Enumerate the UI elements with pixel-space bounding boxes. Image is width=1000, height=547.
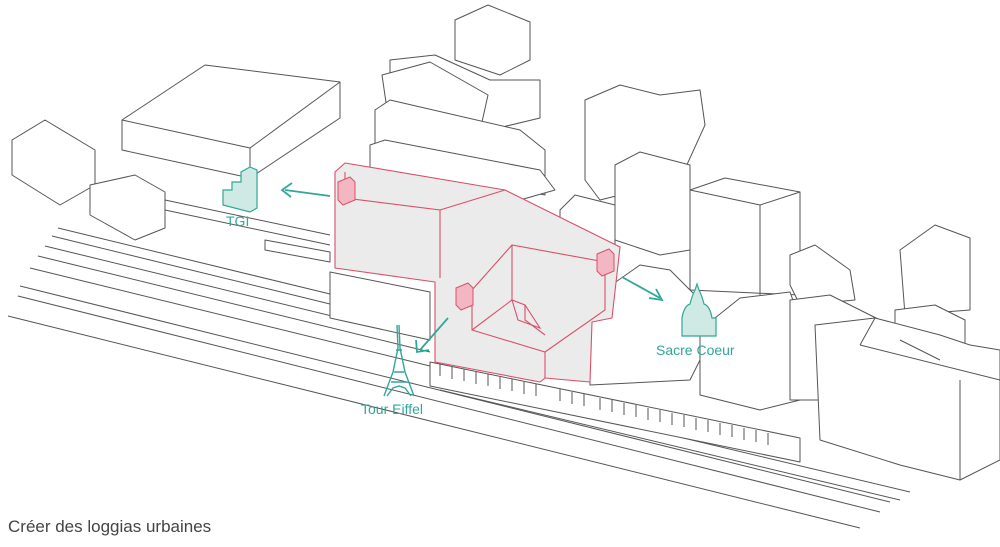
- loggia-center: [455, 282, 474, 311]
- loggia-markers: [337, 176, 615, 311]
- loggia-right: [596, 248, 615, 277]
- label-tour-eiffel: Tour Eiffel: [361, 401, 423, 417]
- arrow-to-tgi: [280, 182, 331, 198]
- buildings-right: [559, 84, 1000, 481]
- buildings-center: [369, 4, 556, 201]
- arrow-to-tour-eiffel: [415, 317, 449, 354]
- label-sacre-coeur: Sacre Coeur: [656, 342, 735, 358]
- buildings-left: [11, 64, 341, 246]
- basilica-icon: [681, 282, 717, 337]
- view-arrows: [280, 182, 664, 354]
- label-tgi: TGI: [226, 213, 249, 229]
- arrow-to-sacre-coeur: [621, 276, 664, 302]
- building-icon: [222, 166, 258, 213]
- loggia-left: [337, 176, 356, 206]
- eiffel-tower-icon: [383, 324, 415, 397]
- caption: Créer des loggias urbaines: [8, 517, 211, 536]
- project-site: [334, 162, 621, 383]
- station-platform: [264, 239, 801, 463]
